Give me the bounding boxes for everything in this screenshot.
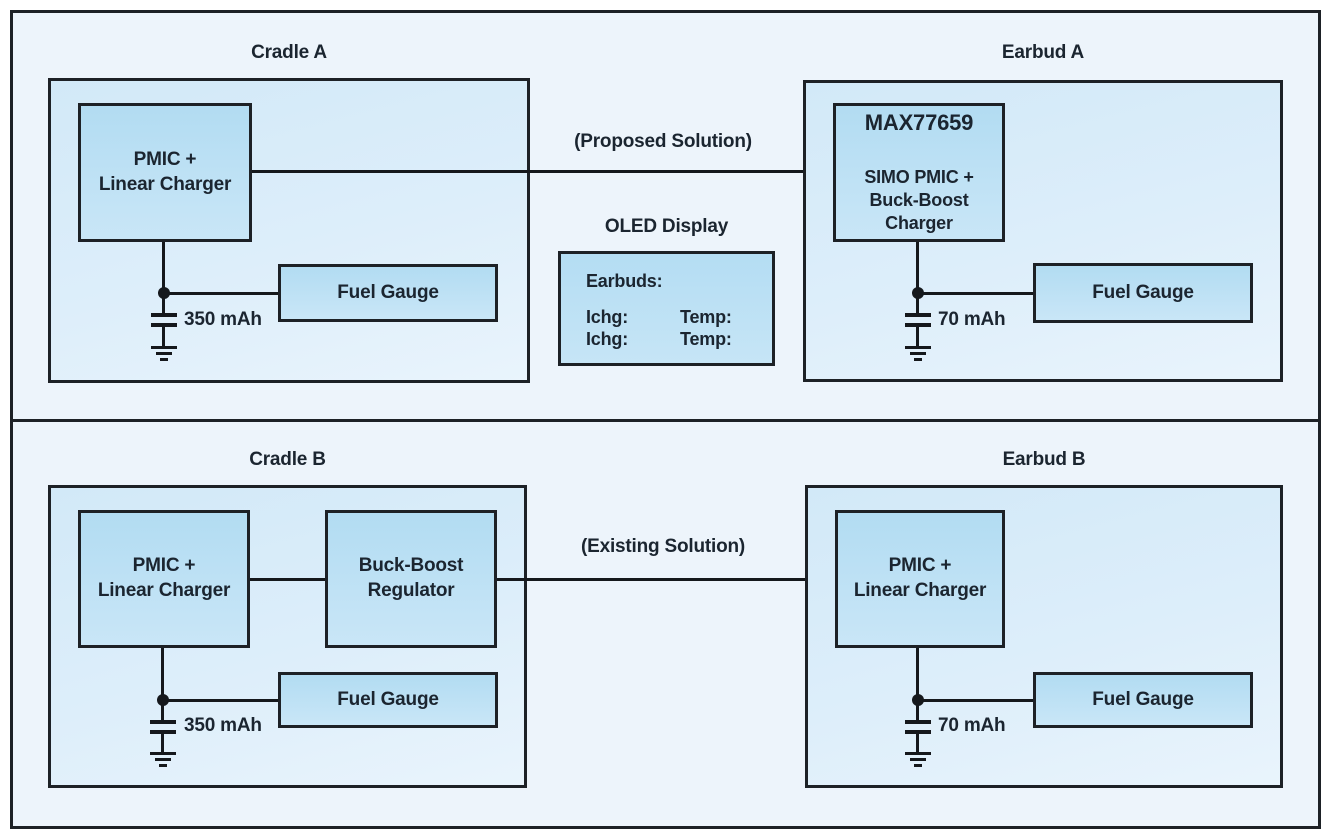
- battery-capacity-label-earbud-b: 70 mAh: [938, 715, 1006, 736]
- existing-solution-label: (Existing Solution): [580, 536, 746, 557]
- max77659-chip-name: MAX77659: [864, 110, 974, 136]
- ground-symbol-cradle-b: [155, 758, 171, 761]
- battery-plate-bottom-earbud-a: [905, 323, 931, 327]
- proposed-solution-label: (Proposed Solution): [574, 131, 752, 152]
- pmic-linear-charger-label: PMIC + Linear Charger: [97, 555, 231, 601]
- battery-capacity-label-cradle-b: 350 mAh: [184, 715, 262, 736]
- ground-symbol-cradle-a: [160, 358, 168, 361]
- max77659-block-text: MAX77659 SIMO PMIC + Buck-Boost Charger: [864, 85, 974, 261]
- junction-dot-cradle-b: [157, 694, 169, 706]
- earbud-b-title: Earbud B: [1002, 449, 1086, 470]
- wire-to-fuel-gauge-earbud-b: [918, 699, 1033, 702]
- ground-symbol-earbud-b: [914, 764, 922, 767]
- wire-to-ground-earbud-a: [916, 327, 919, 346]
- pmic-linear-charger-block-cradle-b: PMIC + Linear Charger: [78, 510, 250, 648]
- oled-temp-label-2: Temp:: [680, 329, 732, 349]
- oled-ichg-label-1: Ichg:: [586, 307, 628, 327]
- cradle-b-title: Cradle B: [249, 449, 326, 470]
- ground-symbol-earbud-b: [905, 752, 931, 755]
- pmic-linear-charger-block-earbud-b: PMIC + Linear Charger: [835, 510, 1005, 648]
- ground-symbol-cradle-b: [150, 752, 176, 755]
- fuel-gauge-block-cradle-a: Fuel Gauge: [278, 264, 498, 322]
- oled-earbuds-label: Earbuds:: [586, 271, 663, 291]
- buck-boost-regulator-block-cradle-b: Buck-Boost Regulator: [325, 510, 497, 648]
- fuel-gauge-block-cradle-b: Fuel Gauge: [278, 672, 498, 728]
- ground-symbol-cradle-b: [159, 764, 167, 767]
- wire-vertical-earbud-a: [916, 242, 919, 313]
- battery-plate-bottom-earbud-b: [905, 730, 931, 734]
- oled-row-2: Ichg: Temp:: [586, 329, 732, 350]
- ground-symbol-earbud-a: [910, 352, 926, 355]
- oled-display-box: Earbuds: Ichg: Temp: Ichg: Temp:: [558, 251, 775, 366]
- battery-plate-top-earbud-b: [905, 720, 931, 724]
- wire-to-fuel-gauge-cradle-b: [163, 699, 278, 702]
- battery-capacity-label-earbud-a: 70 mAh: [938, 309, 1006, 330]
- ground-symbol-cradle-a: [156, 352, 172, 355]
- junction-dot-earbud-a: [912, 287, 924, 299]
- pmic-linear-charger-label: PMIC + Linear Charger: [853, 555, 987, 601]
- buck-boost-regulator-label: Buck-Boost Regulator: [358, 555, 464, 601]
- section-divider: [13, 419, 1318, 422]
- wire-to-ground-earbud-b: [916, 734, 919, 752]
- battery-plate-top-cradle-a: [151, 313, 177, 317]
- fuel-gauge-label: Fuel Gauge: [337, 688, 439, 710]
- ground-symbol-earbud-b: [910, 758, 926, 761]
- max77659-chip-desc: SIMO PMIC + Buck-Boost Charger: [864, 166, 974, 234]
- battery-plate-bottom-cradle-b: [150, 730, 176, 734]
- fuel-gauge-block-earbud-b: Fuel Gauge: [1033, 672, 1253, 728]
- wire-to-fuel-gauge-cradle-a: [164, 292, 278, 295]
- wire-to-ground-cradle-b: [161, 734, 164, 752]
- oled-temp-label-1: Temp:: [680, 307, 732, 327]
- oled-display-title: OLED Display: [604, 216, 729, 237]
- earbud-a-title: Earbud A: [1001, 42, 1085, 63]
- wire-to-ground-cradle-a: [162, 327, 165, 346]
- existing-solution-arrow-line: [497, 578, 819, 581]
- wire-vertical-earbud-b: [916, 648, 919, 720]
- cradle-a-title: Cradle A: [251, 42, 327, 63]
- battery-plate-top-cradle-b: [150, 720, 176, 724]
- max77659-simo-pmic-block-earbud-a: MAX77659 SIMO PMIC + Buck-Boost Charger: [833, 103, 1005, 242]
- battery-capacity-label-cradle-a: 350 mAh: [184, 309, 262, 330]
- wire-to-fuel-gauge-earbud-a: [918, 292, 1033, 295]
- junction-dot-cradle-a: [158, 287, 170, 299]
- wire-pmic-to-buckboost: [250, 578, 325, 581]
- wire-vertical-cradle-b: [161, 648, 164, 720]
- fuel-gauge-label: Fuel Gauge: [1092, 281, 1194, 303]
- oled-row-1: Ichg: Temp:: [586, 307, 732, 328]
- fuel-gauge-block-earbud-a: Fuel Gauge: [1033, 263, 1253, 323]
- pmic-linear-charger-block-cradle-a: PMIC + Linear Charger: [78, 103, 252, 242]
- pmic-linear-charger-label: PMIC + Linear Charger: [98, 148, 232, 195]
- battery-plate-bottom-cradle-a: [151, 323, 177, 327]
- fuel-gauge-label: Fuel Gauge: [1092, 688, 1194, 710]
- junction-dot-earbud-b: [912, 694, 924, 706]
- battery-plate-top-earbud-a: [905, 313, 931, 317]
- oled-ichg-label-2: Ichg:: [586, 329, 628, 349]
- ground-symbol-cradle-a: [151, 346, 177, 349]
- ground-symbol-earbud-a: [905, 346, 931, 349]
- wire-vertical-cradle-a: [162, 242, 165, 313]
- fuel-gauge-label: Fuel Gauge: [337, 281, 439, 303]
- ground-symbol-earbud-a: [914, 358, 922, 361]
- proposed-solution-arrow-line: [252, 170, 818, 173]
